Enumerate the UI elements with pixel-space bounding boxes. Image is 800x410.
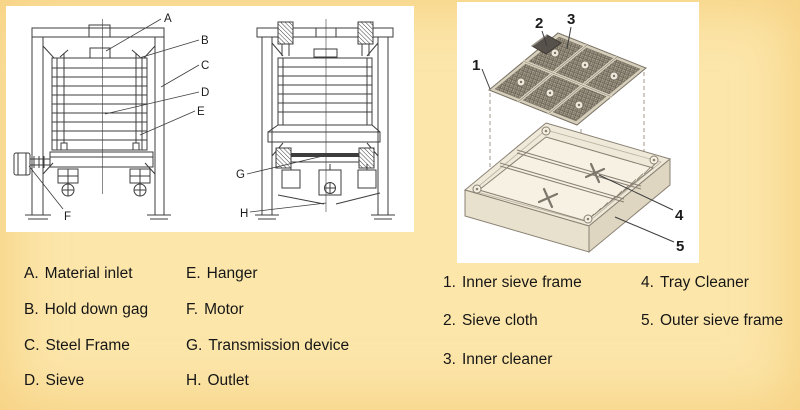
legend-key: F.: [186, 301, 199, 318]
legend-item-steel-frame: C. Steel Frame: [24, 337, 130, 355]
legend-item-hold-down-gag: B. Hold down gag: [24, 301, 148, 319]
side-view-leaders: [246, 155, 327, 213]
legend-key: C.: [24, 337, 40, 354]
inner-cleaners: [516, 48, 619, 110]
legend-key: D.: [24, 372, 40, 389]
legend-label: Inner sieve frame: [461, 274, 582, 291]
outer-sieve-frame: [463, 122, 672, 254]
callout-1: 1: [472, 57, 480, 74]
legend-item-hanger: E. Hanger: [186, 265, 258, 283]
sieve-tray-panel: 1 2 3 4 5: [457, 2, 699, 263]
callout-e: E: [197, 106, 205, 118]
exploded-leaders: [481, 26, 675, 243]
legend-item-transmission-device: G. Transmission device: [186, 337, 349, 355]
legend-item-outer-sieve-frame: 5. Outer sieve frame: [641, 312, 783, 330]
legend-label: Material inlet: [44, 265, 133, 282]
legend-label: Inner cleaner: [461, 351, 553, 368]
callout-2: 2: [535, 15, 543, 32]
mesh-dividers: [517, 43, 618, 116]
outlets: [277, 164, 381, 205]
callout-3: 3: [567, 11, 575, 28]
legend-item-motor: F. Motor: [186, 301, 244, 319]
motor: [13, 152, 50, 176]
front-view: [13, 18, 200, 220]
legend-label: Motor: [204, 301, 244, 318]
callout-d: D: [201, 87, 209, 99]
legend-item-outlet: H. Outlet: [186, 372, 249, 390]
legend-item-tray-cleaner: 4. Tray Cleaner: [641, 274, 749, 292]
legend-item-sieve: D. Sieve: [24, 372, 84, 390]
legend-key: G.: [186, 337, 203, 354]
callout-b: B: [201, 35, 209, 47]
legend-label: Tray Cleaner: [659, 274, 749, 291]
legend-label: Outlet: [207, 372, 249, 389]
inner-sieve-frame: [488, 32, 647, 126]
legend-key: 5.: [641, 312, 654, 329]
sieve-tray-drawing: 1 2 3 4 5: [463, 11, 684, 255]
tray-cleaner: [584, 162, 606, 184]
legend-key: H.: [186, 372, 202, 389]
machine-views-drawing: A B C D E F G H: [13, 13, 395, 223]
side-view: [246, 19, 395, 220]
legend-item-inner-sieve-frame: 1. Inner sieve frame: [443, 274, 582, 292]
callout-f: F: [64, 211, 71, 223]
legend-label: Sieve cloth: [461, 312, 538, 329]
legend-key: 3.: [443, 351, 456, 368]
legend-label: Sieve: [45, 372, 85, 389]
legend-key: B.: [24, 301, 39, 318]
legend-label: Outer sieve frame: [659, 312, 784, 329]
legend-key: E.: [186, 265, 201, 282]
legend-key: A.: [24, 265, 39, 282]
tray-cleaner: [537, 187, 559, 209]
legend-key: 2.: [443, 312, 456, 329]
corner-fittings: [472, 126, 659, 224]
legend-key: 1.: [443, 274, 456, 291]
front-view-leaders: [28, 18, 200, 210]
callout-g: G: [236, 169, 245, 181]
legend-item-inner-cleaner: 3. Inner cleaner: [443, 351, 552, 369]
callout-a: A: [164, 13, 172, 25]
legend-label: Transmission device: [208, 337, 350, 354]
legend-item-sieve-cloth: 2. Sieve cloth: [443, 312, 538, 330]
callout-5: 5: [676, 238, 684, 255]
callout-h: H: [240, 208, 248, 220]
legend-key: 4.: [641, 274, 654, 291]
callout-c: C: [201, 60, 209, 72]
legend-label: Steel Frame: [45, 337, 130, 354]
machine-views-panel: A B C D E F G H: [6, 6, 414, 232]
callout-4: 4: [675, 207, 684, 224]
legend-item-material-inlet: A. Material inlet: [24, 265, 133, 283]
legend-label: Hanger: [206, 265, 258, 282]
legend-label: Hold down gag: [44, 301, 149, 318]
